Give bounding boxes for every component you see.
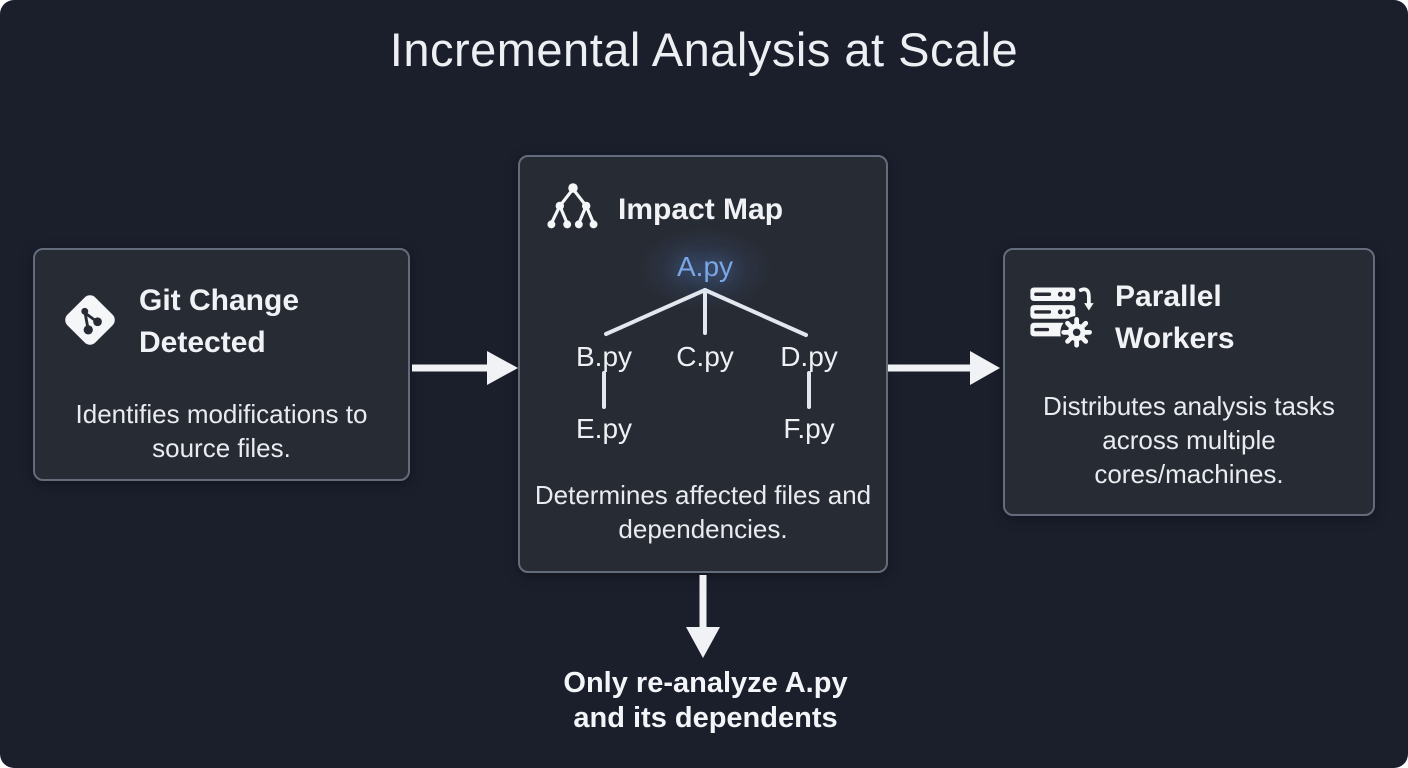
card-workers-description: Distributes analysis tasks across multip… <box>1043 391 1335 489</box>
card-parallel-workers: Parallel Workers Distributes analysis ta… <box>1003 248 1375 516</box>
card-impact-title: Impact Map <box>618 193 784 226</box>
flow-arrow-down-icon <box>686 575 720 658</box>
card-workers-title: Parallel Workers <box>1115 280 1235 355</box>
footer-note: Only re-analyze A.py and its dependents <box>563 667 848 734</box>
card-git-change: Git Change Detected Identifies modificat… <box>33 248 410 481</box>
card-git-title: Git Change Detected <box>139 284 300 359</box>
card-git-header: Git Change Detected <box>35 250 408 364</box>
tree-node-root: A.py <box>676 251 734 282</box>
tree-node-leaf: E.py <box>575 413 633 444</box>
flow-arrow-right-icon <box>412 351 518 385</box>
tree-node-child: D.py <box>780 341 838 372</box>
tree-node-leaf: F.py <box>783 413 835 444</box>
tree-node-child: B.py <box>575 341 633 372</box>
flow-arrow-right-icon <box>888 351 1000 385</box>
server-stack-gear-icon <box>1027 282 1095 355</box>
card-git-description: Identifies modifications to source files… <box>75 399 368 463</box>
page-title: Incremental Analysis at Scale <box>389 23 1019 76</box>
card-impact-map: Impact Map A.py B.py C.py D.py E.py F.py… <box>518 155 888 573</box>
dependency-tree-icon <box>544 181 602 239</box>
card-workers-header: Parallel Workers <box>1005 250 1373 360</box>
card-impact-header: Impact Map <box>520 157 886 239</box>
git-logo-icon <box>61 291 119 354</box>
card-impact-description: Determines affected files and dependenci… <box>534 480 872 544</box>
tree-node-child: C.py <box>676 341 734 372</box>
